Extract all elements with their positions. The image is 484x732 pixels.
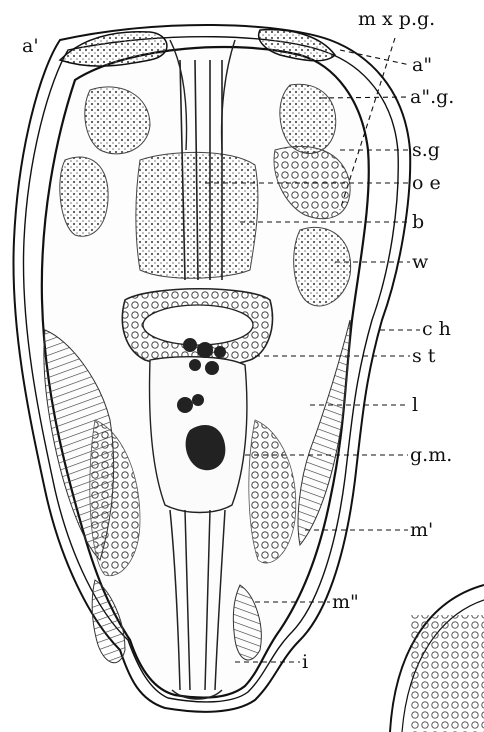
label-gm: g.m. [410,446,452,465]
label-mxpg: m x p.g. [358,10,435,29]
crop-lumen [143,305,253,345]
adjacent-section-cells [410,615,484,732]
label-st: s t [412,347,435,366]
label-sg: s.g [412,141,440,160]
label-a-dprime-g: a".g. [410,88,454,107]
label-i: i [302,653,308,672]
label-oe: o e [412,174,441,193]
label-l: l [412,396,418,415]
label-m-dprime: m" [332,593,359,612]
label-a-dprime: a" [412,56,432,75]
label-ch: c h [422,320,451,339]
supraoesophageal-ganglion [60,157,108,236]
label-a-prime: a' [22,37,39,56]
label-b: b [412,213,424,232]
label-m-prime: m' [410,521,433,540]
label-w: w [412,253,428,272]
